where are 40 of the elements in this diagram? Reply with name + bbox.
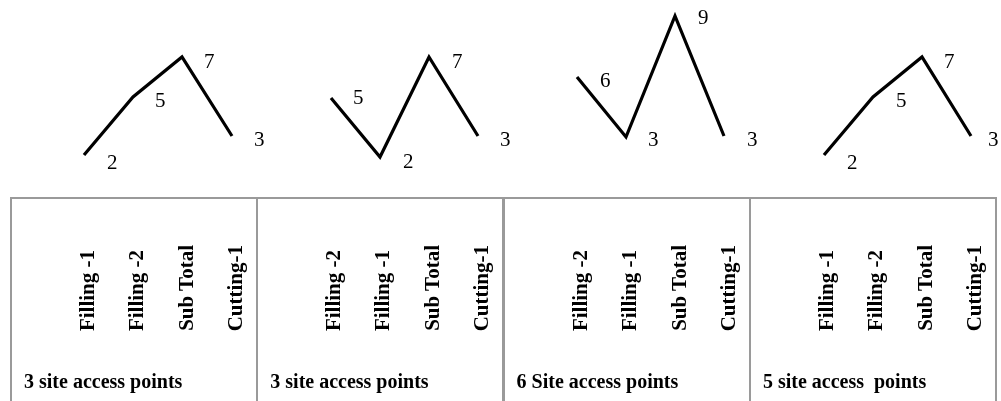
value-label: 2 (107, 151, 118, 173)
table-column-cell (10, 197, 258, 401)
value-label: 5 (353, 86, 364, 108)
column-header: Sub Total (912, 245, 937, 331)
value-label: 2 (403, 150, 414, 172)
column-header: Cutting-1 (961, 244, 986, 331)
value-label: 5 (896, 89, 907, 111)
column-header: Filling -2 (124, 249, 148, 331)
column-header: Filling -1 (75, 249, 99, 331)
column-header: Filling -2 (567, 249, 592, 331)
column-header: Cutting-1 (223, 244, 247, 331)
column-header: Filling -1 (370, 249, 395, 331)
value-label: 3 (747, 128, 758, 150)
column-footer: 6 Site access points (516, 370, 679, 393)
table-column-cell (502, 197, 751, 401)
column-header: Sub Total (174, 245, 198, 331)
column-header: Sub Total (666, 245, 691, 331)
value-label: 3 (988, 128, 999, 150)
value-label: 7 (204, 50, 215, 72)
table-column-cell (748, 197, 997, 401)
column-header: Cutting-1 (715, 244, 740, 331)
value-label: 9 (698, 6, 709, 28)
column-header: Sub Total (420, 245, 445, 331)
column-header: Filling -1 (813, 249, 838, 331)
value-label: 3 (500, 128, 511, 150)
value-label: 6 (600, 69, 611, 91)
column-footer: 3 site access points (270, 370, 429, 393)
column-header: Filling -2 (321, 249, 346, 331)
column-header: Cutting-1 (469, 244, 494, 331)
value-label: 3 (254, 128, 265, 150)
value-label: 7 (944, 50, 955, 72)
value-label: 5 (155, 89, 166, 111)
column-header: Filling -1 (616, 249, 641, 331)
column-footer: 5 site access points (762, 370, 927, 393)
column-footer: 3 site access points (24, 370, 183, 393)
value-label: 2 (847, 151, 858, 173)
column-header: Filling -2 (862, 249, 887, 331)
value-label: 3 (648, 128, 659, 150)
value-label: 7 (452, 50, 463, 72)
table-column-cell (256, 197, 505, 401)
